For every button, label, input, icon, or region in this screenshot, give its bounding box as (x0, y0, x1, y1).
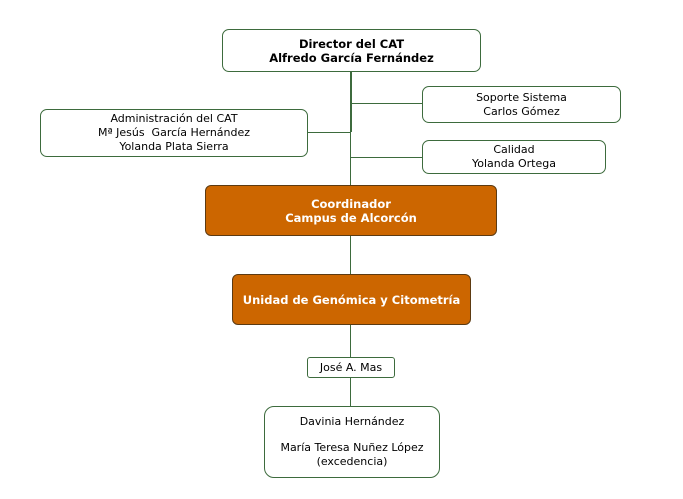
connector-main-trunk (350, 132, 351, 406)
administracion-member: Yolanda Plata Sierra (119, 140, 229, 153)
director-box: Director del CAT Alfredo García Fernánde… (222, 29, 481, 72)
administracion-box: Administración del CAT Mª Jesús García H… (40, 109, 308, 157)
responsable-box: José A. Mas (307, 357, 395, 378)
connector-administracion (307, 132, 351, 133)
staff-member: Davinia Hernández (299, 415, 405, 428)
coordinador-role: Coordinador (311, 196, 391, 211)
soporte-name: Carlos Gómez (483, 104, 560, 118)
staff-member: María Teresa Nuñez López (280, 441, 424, 454)
administracion-member: Mª Jesús García Hernández (97, 126, 251, 139)
administracion-title: Administración del CAT (110, 112, 238, 125)
unidad-title: Unidad de Genómica y Citometría (242, 292, 461, 307)
coordinador-box: Coordinador Campus de Alcorcón (205, 185, 497, 236)
soporte-title: Soporte Sistema (476, 90, 567, 104)
staff-note: (excedencia) (316, 455, 388, 468)
director-name: Alfredo García Fernández (269, 50, 434, 65)
connector-calidad (351, 157, 422, 158)
calidad-title: Calidad (493, 143, 535, 156)
staff-box: Davinia Hernández María Teresa Nuñez Lóp… (264, 406, 440, 478)
calidad-box: Calidad Yolanda Ortega (422, 140, 606, 174)
unidad-box: Unidad de Genómica y Citometría (232, 274, 471, 325)
connector-soporte (351, 103, 422, 104)
calidad-name: Yolanda Ortega (472, 157, 556, 170)
soporte-box: Soporte Sistema Carlos Gómez (422, 86, 621, 123)
responsable-name: José A. Mas (319, 360, 383, 374)
connector-director-trunk (350, 72, 352, 132)
director-role: Director del CAT (298, 36, 405, 51)
coordinador-campus: Campus de Alcorcón (285, 210, 417, 225)
